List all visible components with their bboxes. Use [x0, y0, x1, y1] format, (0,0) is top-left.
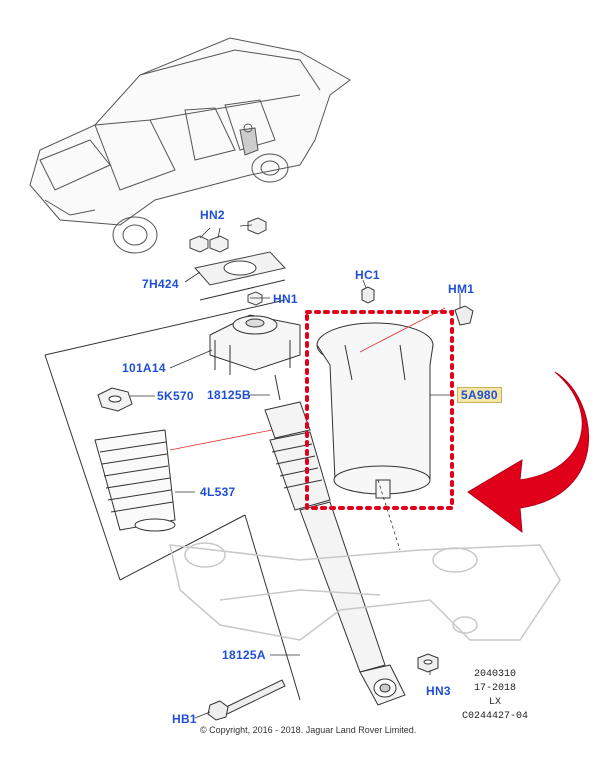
subframe-ghost — [169, 542, 561, 641]
callout-5k570: 5K570 — [157, 389, 194, 403]
nut-5k570 — [97, 387, 133, 412]
callout-hn1: HN1 — [273, 292, 298, 306]
callout-18125a: 18125A — [222, 648, 266, 662]
diagram-info: 2040310 17-2018 LX C0244427-04 — [455, 668, 535, 724]
diagram-number: 2040310 — [473, 669, 516, 680]
upper-mount — [209, 314, 301, 375]
callout-hn2: HN2 — [200, 208, 225, 222]
diagram-reference: C0244427-04 — [461, 711, 528, 722]
callout-hm1: HM1 — [448, 282, 475, 296]
callout-18125b: 18125B — [207, 388, 251, 402]
dust-boot — [94, 429, 176, 532]
vehicle-illustration — [29, 37, 351, 254]
callout-hn3: HN3 — [426, 684, 451, 698]
red-arrow-icon — [467, 371, 590, 534]
diagram-date: 17-2018 — [473, 683, 516, 694]
leader-lines — [130, 224, 461, 719]
callout-4l537: 4L537 — [200, 485, 236, 499]
highlight-box — [305, 310, 454, 510]
copyright-notice: © Copyright, 2016 - 2018. Jaguar Land Ro… — [200, 725, 417, 735]
callout-101a14: 101A14 — [122, 361, 166, 375]
assembly-frame — [44, 279, 301, 701]
callout-hb1: HB1 — [172, 712, 197, 726]
air-spring — [316, 322, 434, 499]
nut-hn3 — [417, 653, 439, 673]
top-mount-hardware — [189, 217, 286, 306]
callout-7h424: 7H424 — [142, 277, 179, 291]
damper — [264, 374, 406, 706]
callout-hc1: HC1 — [355, 268, 380, 282]
bolt-hb1 — [207, 679, 286, 721]
diagram-model: LX — [488, 697, 501, 708]
callout-5a980: 5A980 — [457, 387, 502, 403]
connectors — [361, 286, 474, 326]
